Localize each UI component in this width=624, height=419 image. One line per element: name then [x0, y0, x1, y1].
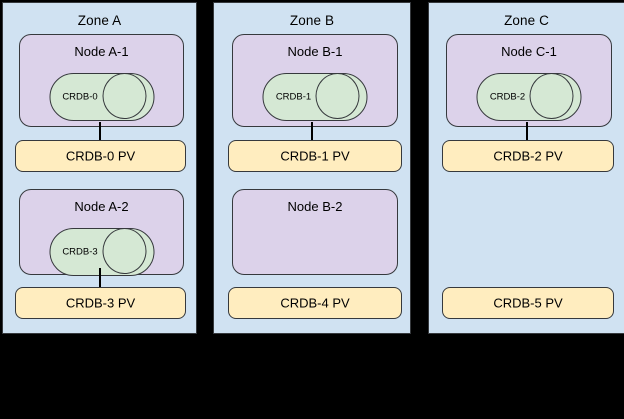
node-box-b-1[interactable]: Node B-1 CRDB-1 — [232, 34, 398, 127]
zone-panel-c[interactable]: Zone C Node C-1 CRDB-2 CRDB-2 PV CRDB-5 … — [428, 2, 624, 334]
database-cylinder-crdb-3[interactable]: CRDB-3 — [49, 228, 154, 276]
pv-box-crdb-4[interactable]: CRDB-4 PV — [228, 287, 402, 319]
pv-box-crdb-3[interactable]: CRDB-3 PV — [15, 287, 186, 319]
node-title-c-1: Node C-1 — [501, 44, 557, 59]
pv-label-crdb-2: CRDB-2 PV — [493, 148, 563, 164]
connector-line-crdb-0 — [98, 122, 101, 142]
cylinder-cap-icon — [102, 73, 146, 119]
zone-title-a: Zone A — [77, 13, 122, 28]
pv-label-crdb-0: CRDB-0 PV — [65, 148, 136, 164]
node-title-b-2: Node B-2 — [287, 199, 343, 214]
node-box-a-1[interactable]: Node A-1 CRDB-0 — [19, 34, 184, 127]
node-box-b-2[interactable]: Node B-2 — [232, 189, 398, 275]
database-label-crdb-3: CRDB-3 — [62, 246, 98, 258]
node-title-b-1: Node B-1 — [287, 44, 343, 59]
zone-title-b: Zone B — [289, 13, 335, 28]
node-box-a-2[interactable]: Node A-2 CRDB-3 — [19, 189, 184, 276]
pv-box-crdb-0[interactable]: CRDB-0 PV — [15, 140, 186, 172]
database-label-crdb-2: CRDB-2 — [489, 91, 526, 103]
database-label-crdb-0: CRDB-0 — [62, 91, 98, 103]
database-cylinder-crdb-1[interactable]: CRDB-1 — [262, 73, 368, 121]
pv-box-crdb-1[interactable]: CRDB-1 PV — [228, 140, 402, 172]
cylinder-cap-icon — [102, 228, 146, 274]
database-cylinder-crdb-2[interactable]: CRDB-2 — [476, 73, 582, 121]
pv-label-crdb-3: CRDB-3 PV — [65, 295, 136, 311]
zone-panel-a[interactable]: Zone A Node A-1 CRDB-0 CRDB-0 PV Node A-… — [2, 2, 197, 334]
cylinder-cap-icon — [315, 73, 360, 119]
connector-line-crdb-3 — [98, 268, 101, 288]
database-cylinder-crdb-0[interactable]: CRDB-0 — [49, 73, 154, 121]
node-title-a-1: Node A-1 — [74, 44, 129, 59]
pv-label-crdb-5: CRDB-5 PV — [493, 295, 563, 311]
connector-line-crdb-1 — [311, 122, 313, 142]
pv-box-crdb-2[interactable]: CRDB-2 PV — [442, 140, 614, 172]
connector-line-crdb-2 — [525, 122, 528, 142]
pv-box-crdb-5[interactable]: CRDB-5 PV — [442, 287, 614, 319]
pv-label-crdb-4: CRDB-4 PV — [280, 295, 350, 311]
database-label-crdb-1: CRDB-1 — [275, 91, 312, 103]
node-box-c-1[interactable]: Node C-1 CRDB-2 — [446, 34, 612, 127]
zone-title-c: Zone C — [504, 13, 549, 28]
zone-panel-b[interactable]: Zone B Node B-1 CRDB-1 CRDB-1 PV Node B-… — [213, 2, 411, 334]
cylinder-cap-icon — [529, 73, 574, 119]
node-title-a-2: Node A-2 — [74, 199, 129, 214]
pv-label-crdb-1: CRDB-1 PV — [280, 148, 350, 164]
